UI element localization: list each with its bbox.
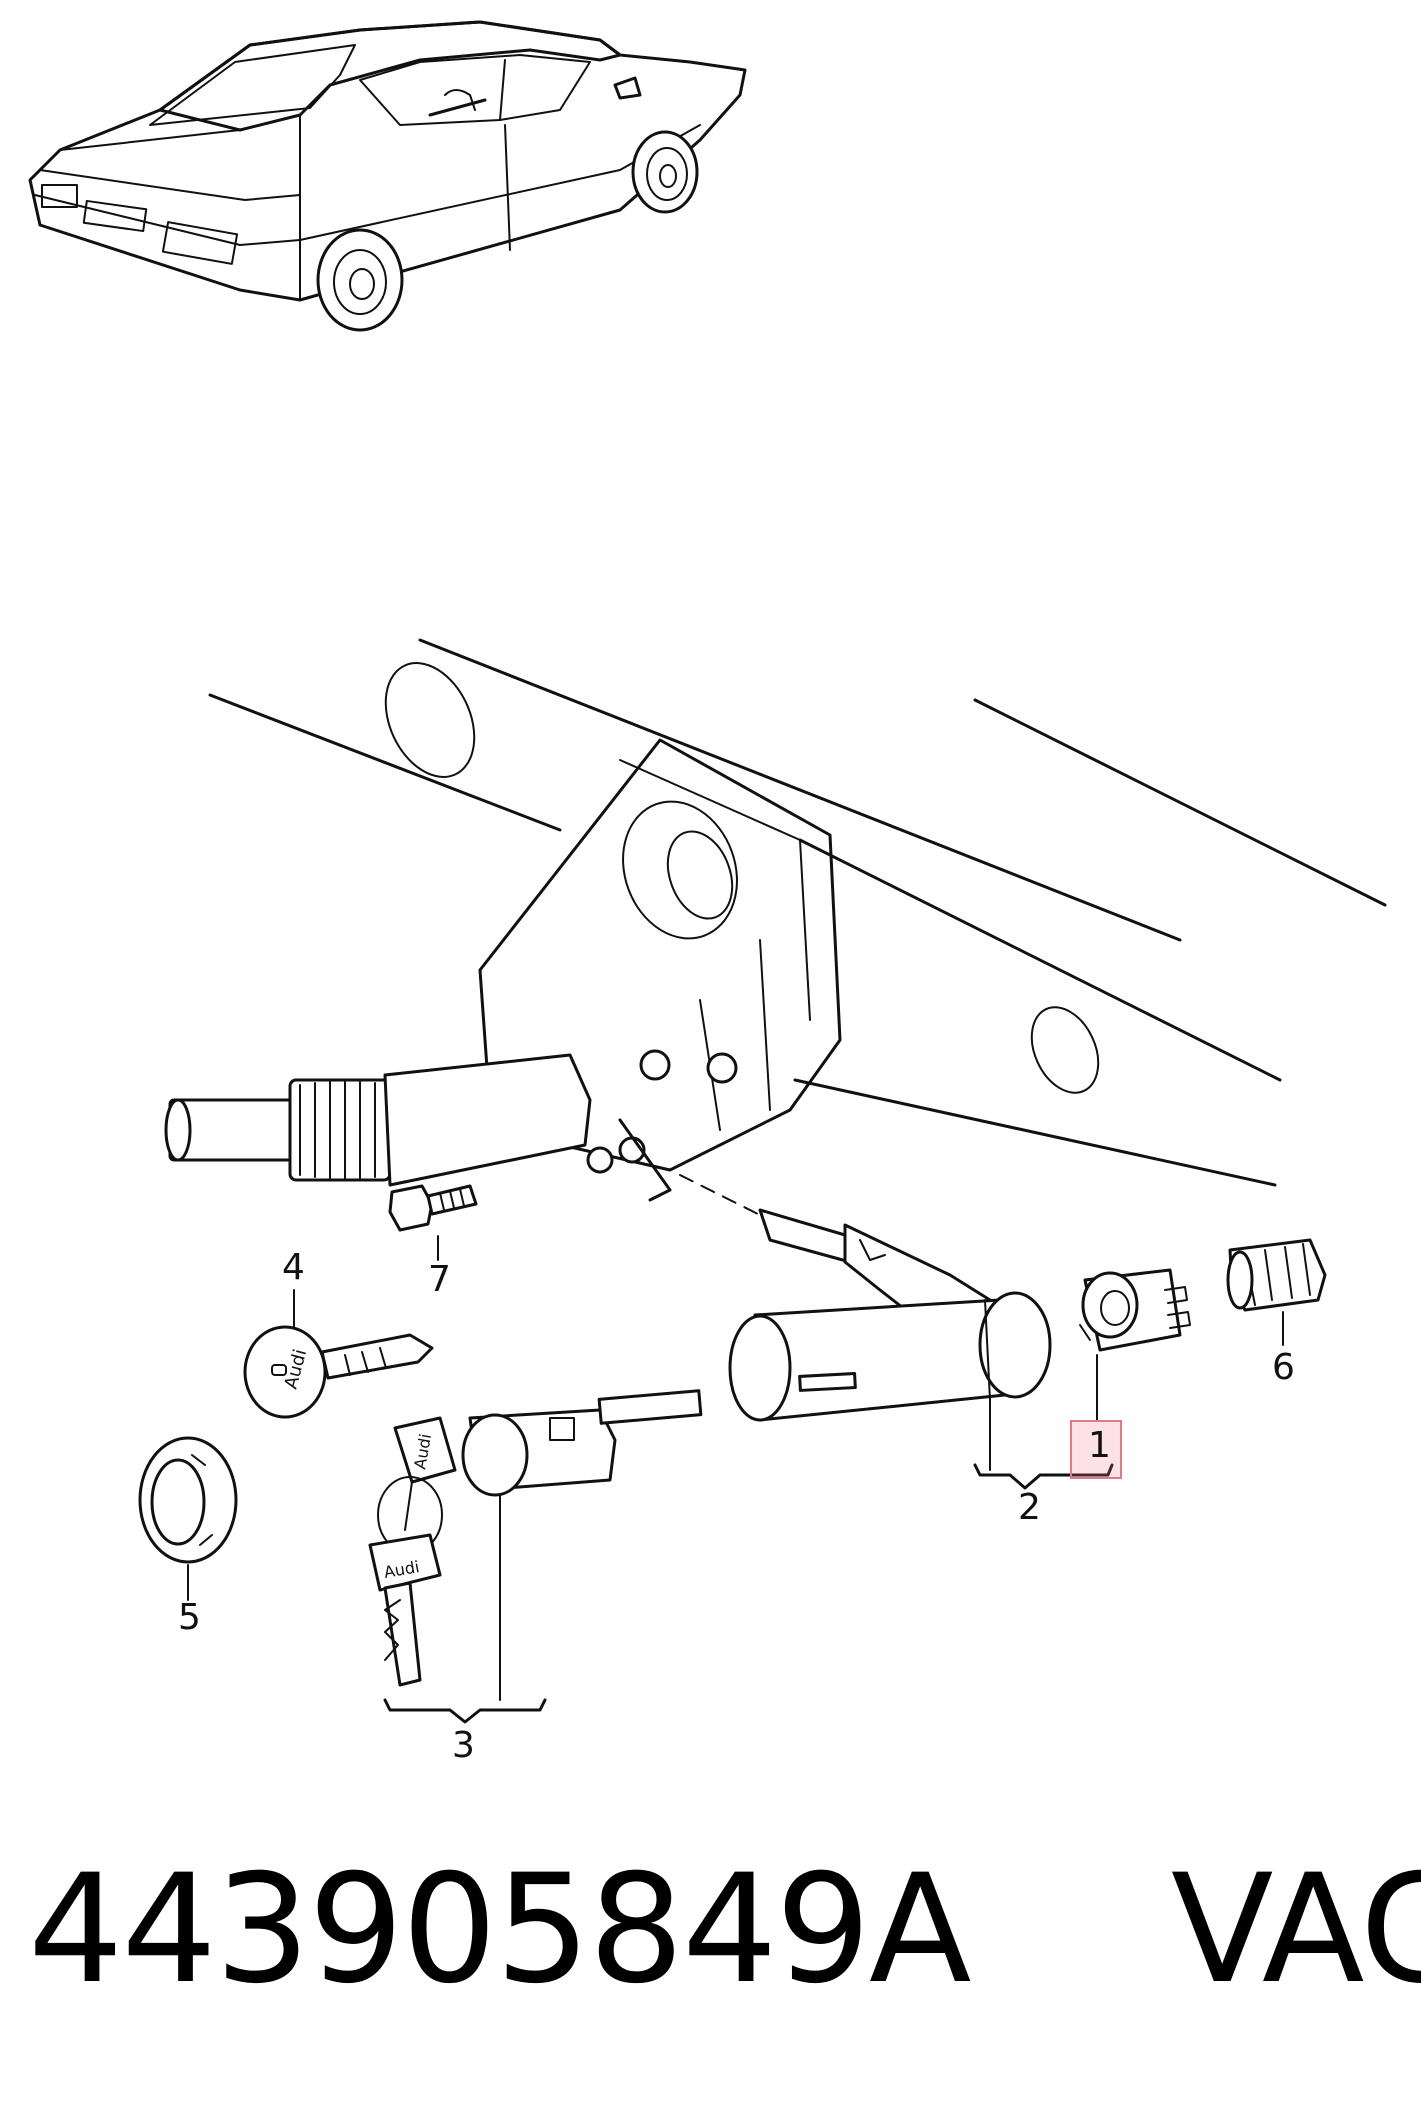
callout-7[interactable]: 7 xyxy=(428,1259,451,1300)
ring-part-5 xyxy=(138,1436,238,1601)
callout-6[interactable]: 6 xyxy=(1272,1347,1295,1388)
callout-5[interactable]: 5 xyxy=(178,1597,201,1638)
callout-2[interactable]: 2 xyxy=(1018,1487,1041,1528)
part-number: 443905849A xyxy=(28,1843,972,2017)
sleeve-part-6 xyxy=(1226,1238,1327,1346)
lock-housing-part-2 xyxy=(728,1208,1052,1422)
ignition-switch-part-1 xyxy=(1079,1268,1191,1421)
callout-3[interactable]: 3 xyxy=(452,1725,475,1766)
lock-cylinder-part-3: Audi Audi xyxy=(368,1389,703,1701)
key-part-4: Audi xyxy=(243,1289,434,1419)
steering-column-assembly xyxy=(164,638,1387,1221)
bolt-part-7 xyxy=(388,1184,478,1261)
bracket-part-2 xyxy=(973,1394,1114,1490)
callout-4[interactable]: 4 xyxy=(282,1247,305,1288)
callout-1-highlight xyxy=(1070,1420,1122,1479)
callout-1[interactable]: 1 xyxy=(1088,1425,1111,1466)
part-number-line: 443905849A VAG xyxy=(28,1843,1421,2055)
bracket-part-3 xyxy=(383,1698,547,1724)
car-illustration xyxy=(28,20,747,332)
brand-label: VAG xyxy=(1170,1843,1421,2017)
